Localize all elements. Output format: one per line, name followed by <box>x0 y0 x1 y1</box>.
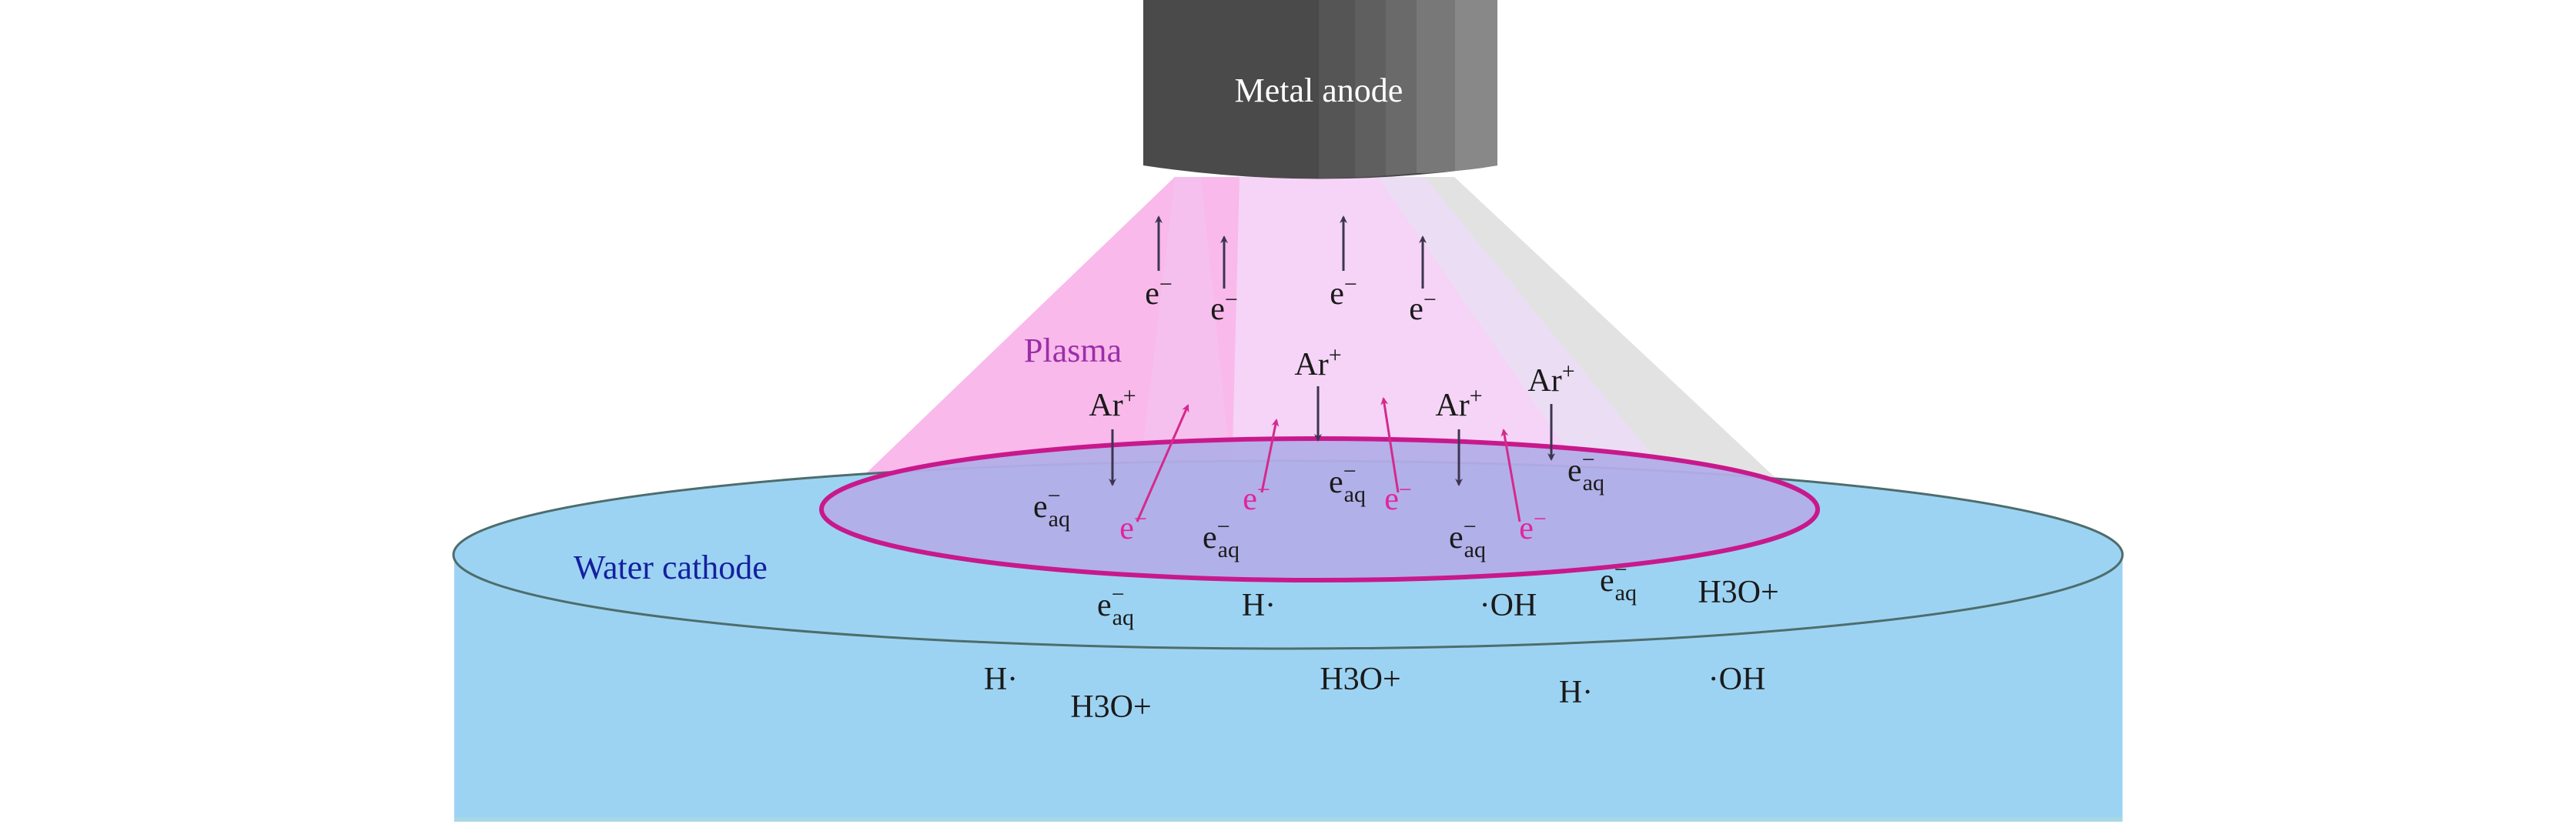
species-label: H3O+ <box>1320 662 1400 697</box>
species-label: e− <box>1119 506 1147 546</box>
species-label: e− <box>1243 477 1270 517</box>
species-charge: − <box>1464 514 1477 539</box>
species-subscript: aq <box>1112 605 1134 630</box>
species-label: ·OH <box>1480 588 1537 623</box>
species-label: H3O+ <box>1698 575 1778 610</box>
species-base: H· <box>1242 588 1276 623</box>
species-base: H3O+ <box>1320 662 1400 697</box>
plasma-contact-ellipse <box>819 436 1820 582</box>
species-label: e− <box>1210 287 1238 327</box>
species-label: ·OH <box>1708 662 1766 697</box>
species-base: e <box>1330 276 1344 312</box>
species-label: H· <box>1242 588 1276 623</box>
species-base: e <box>1119 511 1134 546</box>
species-label: H· <box>1559 675 1593 710</box>
species-base: H· <box>984 662 1018 697</box>
species-base: e <box>1243 482 1257 517</box>
species-base: e <box>1097 588 1112 623</box>
species-base: ·OH <box>1708 662 1766 697</box>
species-label: e−aq <box>1449 514 1486 562</box>
arrows <box>1109 215 1555 522</box>
species-subscript: aq <box>1583 470 1604 496</box>
species-label: e−aq <box>1567 447 1604 496</box>
species-base: e <box>1567 453 1582 489</box>
species-label: e− <box>1145 272 1173 312</box>
species-base: e <box>1600 563 1614 599</box>
species-label: Ar+ <box>1435 383 1482 423</box>
species-base: e <box>1329 465 1343 500</box>
species-charge: − <box>1582 447 1595 472</box>
species-label: e− <box>1409 287 1437 327</box>
secondary-electron-arrow <box>1500 429 1521 522</box>
species-base: e <box>1145 276 1159 312</box>
species-subscript: aq <box>1615 580 1637 606</box>
species-label: H· <box>984 662 1018 697</box>
species-subscript: aq <box>1464 537 1486 562</box>
species-charge: − <box>1343 459 1357 484</box>
species-charge: − <box>1112 582 1125 607</box>
anode-label: Metal anode <box>1235 72 1403 109</box>
species-label: e− <box>1384 477 1412 517</box>
species-base: e <box>1384 482 1399 517</box>
species-base: Ar <box>1527 363 1561 399</box>
species-label: e−aq <box>1329 459 1366 507</box>
species-labels: e−e−e−e−Ar+Ar+Ar+Ar+e−aqe−aqe−aqe−aqe−aq… <box>984 272 1779 725</box>
species-charge: − <box>1399 477 1412 502</box>
species-base: H· <box>1559 675 1593 710</box>
species-base: H3O+ <box>1698 575 1778 610</box>
species-subscript: aq <box>1049 506 1070 532</box>
species-base: e <box>1449 520 1464 556</box>
species-label: e−aq <box>1600 557 1637 606</box>
species-base: Ar <box>1089 388 1122 423</box>
species-charge: + <box>1470 383 1483 409</box>
secondary-electron-arrow <box>1136 404 1189 522</box>
species-label: Ar+ <box>1294 342 1341 382</box>
species-base: H3O+ <box>1070 689 1151 725</box>
species-charge: − <box>1134 506 1147 532</box>
species-charge: + <box>1562 359 1575 384</box>
species-label: e− <box>1330 272 1357 312</box>
species-charge: + <box>1329 342 1342 368</box>
species-base: e <box>1519 511 1534 546</box>
species-label: Ar+ <box>1527 359 1574 399</box>
species-charge: − <box>1257 477 1270 502</box>
species-charge: − <box>1217 514 1230 539</box>
species-charge: + <box>1123 383 1136 409</box>
species-subscript: aq <box>1218 537 1239 562</box>
species-charge: − <box>1159 272 1173 297</box>
species-base: e <box>1409 292 1423 327</box>
species-base: e <box>1033 489 1048 525</box>
species-charge: − <box>1614 557 1628 582</box>
plasma-label: Plasma <box>1024 332 1122 369</box>
species-base: Ar <box>1435 388 1469 423</box>
species-label: Ar+ <box>1089 383 1136 423</box>
species-base: ·OH <box>1480 588 1537 623</box>
species-base: e <box>1210 292 1225 327</box>
species-subscript: aq <box>1344 482 1366 507</box>
species-label: e−aq <box>1203 514 1239 562</box>
species-charge: − <box>1534 506 1547 532</box>
metal-anode: Metal anode <box>1143 0 1497 179</box>
secondary-electron-arrow <box>1380 397 1400 493</box>
species-charge: − <box>1048 483 1061 509</box>
species-charge: − <box>1423 287 1437 312</box>
species-charge: − <box>1344 272 1357 297</box>
species-charge: − <box>1225 287 1238 312</box>
species-label: H3O+ <box>1070 689 1151 725</box>
species-base: Ar <box>1294 347 1328 382</box>
species-base: e <box>1203 520 1217 556</box>
plasma-cone <box>862 177 1775 477</box>
water-cathode-label: Water cathode <box>574 549 768 586</box>
secondary-electron-arrow <box>1260 419 1280 493</box>
species-label: e−aq <box>1097 582 1134 630</box>
species-label: e−aq <box>1033 483 1070 532</box>
species-label: e− <box>1519 506 1547 546</box>
